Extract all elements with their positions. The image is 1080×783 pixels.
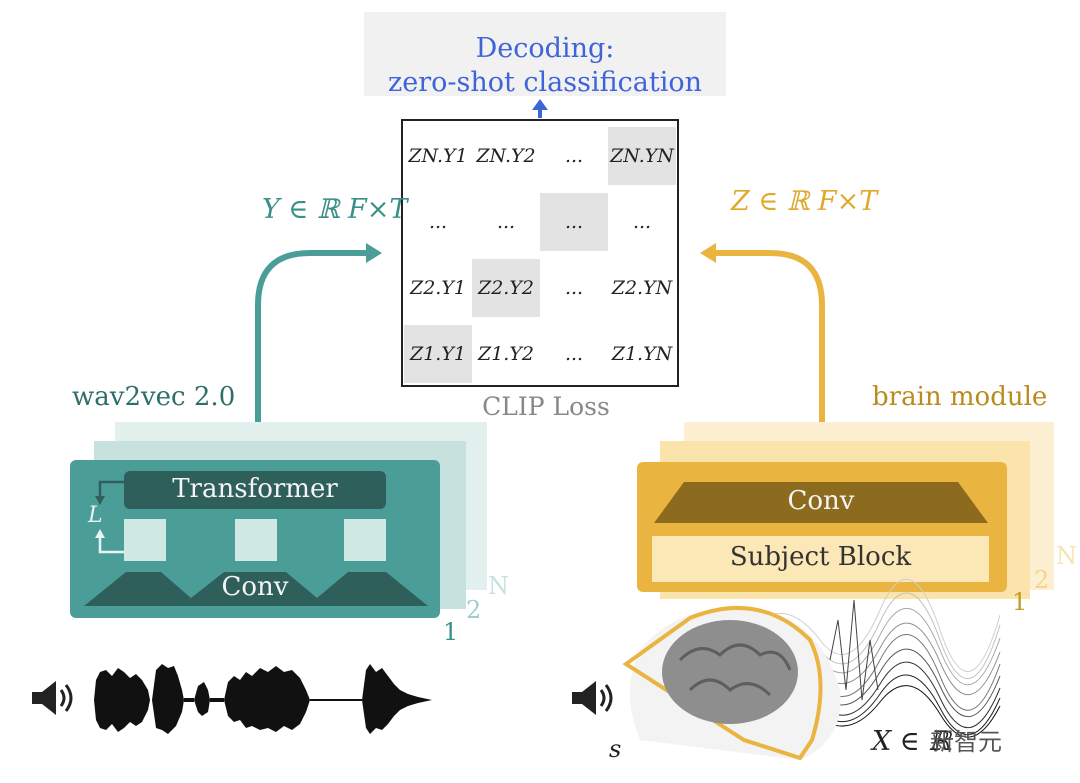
loop-label: L [88,503,103,528]
head-brain-illustration [622,606,841,761]
matrix-cell: ... [564,343,584,365]
matrix-cell: ... [632,211,652,233]
gold-arrow [700,243,825,462]
decoding-title: Decoding: [475,33,615,64]
matrix-cell-diagonal: ... [540,193,608,251]
matrix-cell: Z2.YN [611,277,673,299]
audio-waveform [94,664,432,734]
teal-arrow [255,243,382,462]
matrix-cell: ... [564,145,584,167]
matrix-cell: Z2.Y1 [410,277,466,299]
decoding-subtitle: zero-shot classification [388,67,702,98]
matrix-cell: Z1.Y2 [478,343,534,365]
transformer-label: Transformer [172,474,338,504]
matrix-cell: ... [496,211,516,233]
brain-layer-2: 2 [1034,566,1050,594]
decode-arrow [532,99,548,118]
speaker-icon-left [32,681,73,715]
matrix-cell: ZN.Y1 [408,145,468,167]
decoding-box: Decoding: zero-shot classification [364,12,726,98]
watermark: 新智元 [930,728,1002,756]
brain-module-title: brain module [872,382,1048,412]
brain-layer-n: N [1056,542,1077,570]
brain-stack [637,422,1054,599]
wav2vec-stack [70,422,487,618]
matrix-cell-diagonal: Z1.Y1 [404,325,472,383]
brain-conv-label: Conv [787,486,855,516]
x-equation: X ∈ ℝ [872,726,951,757]
wav2vec-layer-2: 2 [466,596,482,624]
matrix-cell: ... [428,211,448,233]
matrix-cell-diagonal: Z2.Y2 [472,259,540,317]
z-equation: Z ∈ ℝ F×T [731,186,878,217]
wav2vec-title: wav2vec 2.0 [72,382,236,412]
brain-layer-1: 1 [1012,588,1028,616]
matrix-cell: ... [564,277,584,299]
subject-s-label: s [609,735,622,763]
matrix-cell-diagonal: ZN.YN [608,127,676,185]
matrix-cell: Z1.YN [611,343,673,365]
matrix-cell: ZN.Y2 [476,145,536,167]
clip-loss-label: CLIP Loss [482,392,610,421]
wav2vec-conv-label: Conv [221,572,289,602]
y-equation: Y ∈ ℝ F×T [262,194,408,225]
subject-block-label: Subject Block [729,542,912,572]
wav2vec-layer-n: N [488,572,509,600]
wav2vec-layer-1: 1 [443,618,459,646]
speaker-icon-right [572,681,613,715]
similarity-matrix: ZN.Y1 ZN.Y2 ... ZN.YN ... ... ... ... Z2… [401,119,679,387]
